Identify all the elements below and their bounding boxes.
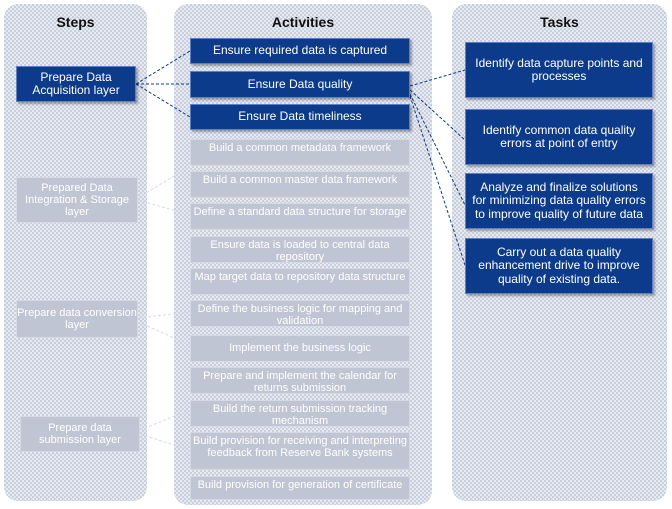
activity-map-target-data: Map target data to repository data struc… [190,268,410,295]
activity-master-data-framework: Build a common master data framework [190,171,410,198]
task-identify-capture-points: Identify data capture points and process… [465,42,653,98]
activity-implement-business-logic: Implement the business logic [190,335,410,362]
activities-column-title: Activities [271,14,335,30]
activity-return-tracking: Build the return submission tracking mec… [190,400,410,427]
step-integration-storage: Prepared Data Integration & Storage laye… [16,177,138,223]
task-analyze-solutions: Analyze and finalize solutions for minim… [465,173,653,229]
activity-returns-calendar: Prepare and implement the calendar for r… [190,367,410,394]
tasks-column-title: Tasks [540,14,579,30]
steps-column-title: Steps [56,14,95,30]
activity-reserve-bank-feedback: Build provision for receiving and interp… [190,432,410,470]
activity-data-timeliness: Ensure Data timeliness [190,104,410,130]
step-data-submission: Prepare data submission layer [20,416,140,452]
activity-certificate-generation: Build provision for generation of certif… [190,476,410,500]
activity-standard-data-structure: Define a standard data structure for sto… [190,203,410,230]
activity-define-business-logic: Define the business logic for mapping an… [190,300,410,327]
task-enhancement-drive: Carry out a data quality enhancement dri… [465,238,653,294]
activity-required-data-captured: Ensure required data is captured [190,38,410,64]
task-identify-quality-errors: Identify common data quality errors at p… [465,109,653,165]
activity-load-central-repository: Ensure data is loaded to central data re… [190,236,410,263]
step-data-conversion: Prepare data conversion layer [16,300,138,338]
step-data-acquisition: Prepare Data Acquisition layer [16,66,136,102]
activity-data-quality: Ensure Data quality [190,71,410,98]
activity-metadata-framework: Build a common metadata framework [190,139,410,166]
